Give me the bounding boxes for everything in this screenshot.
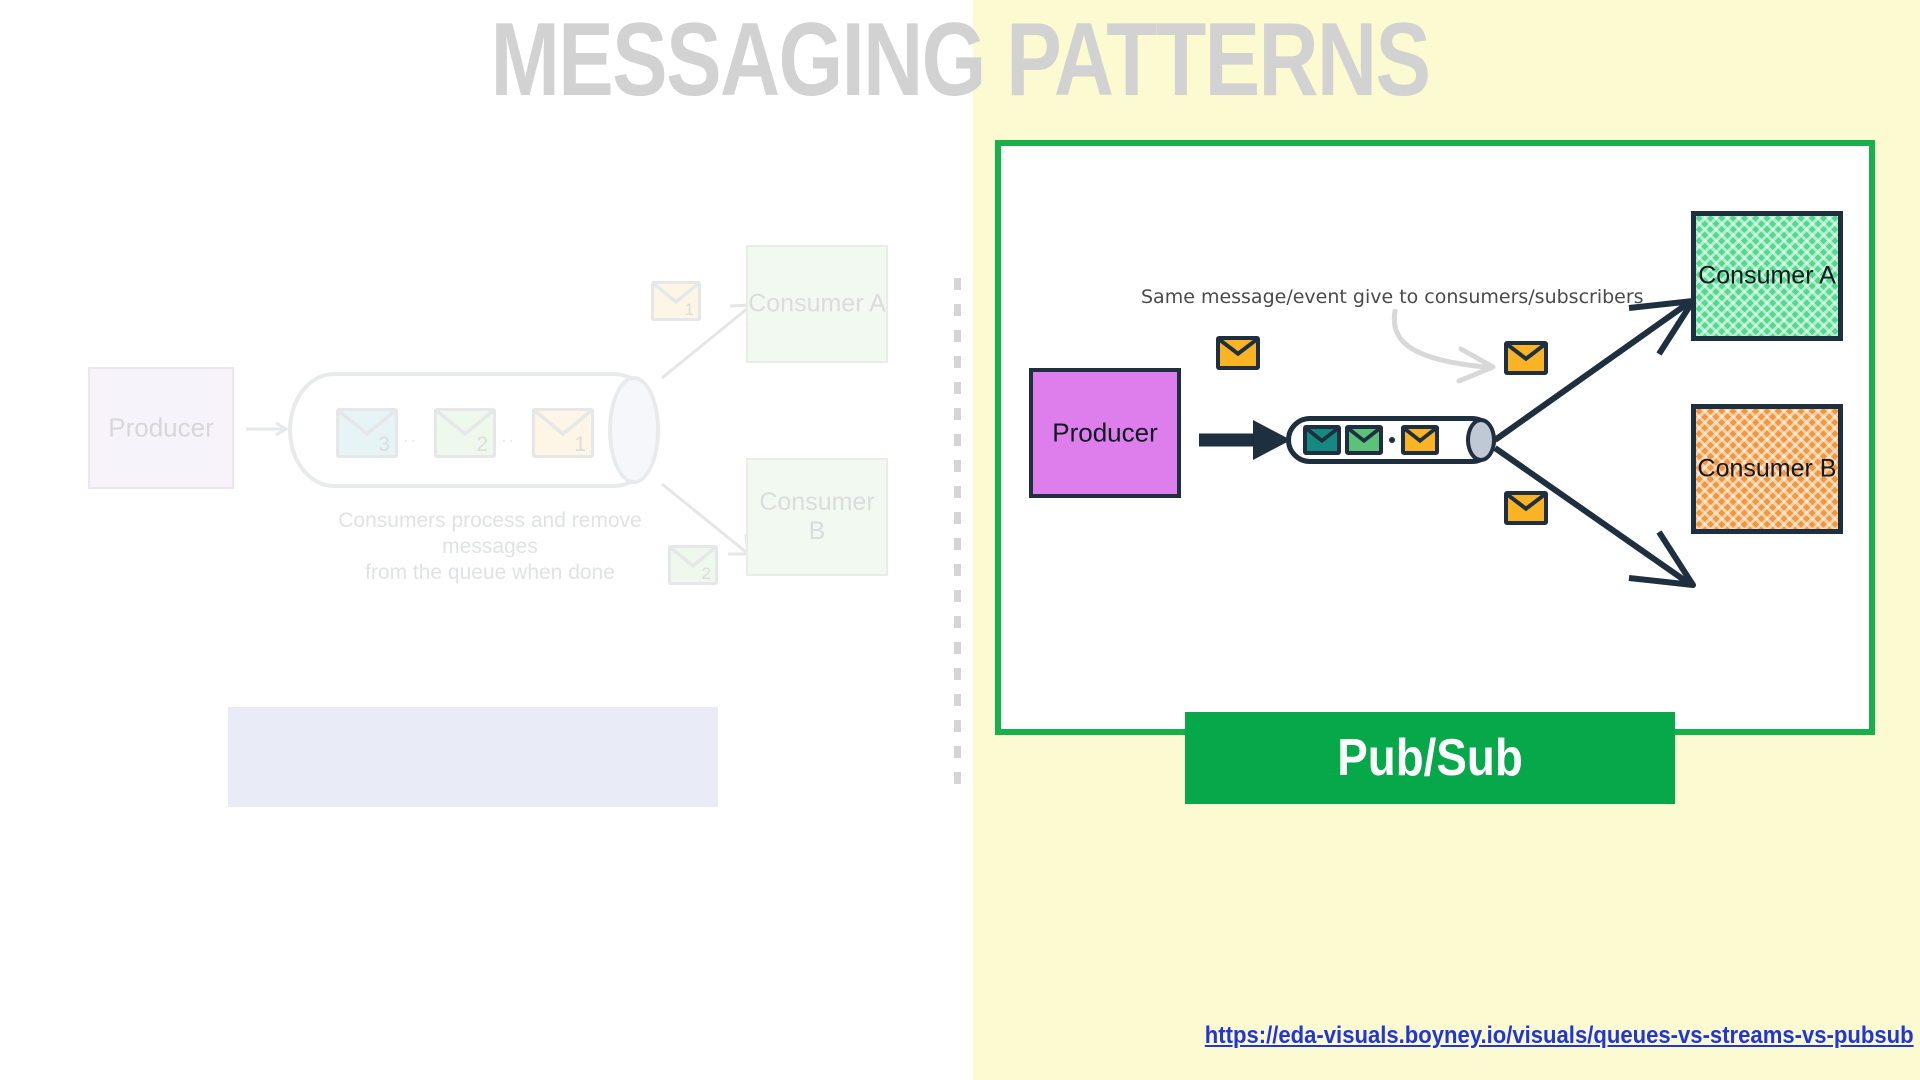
pubsub-consumer-b-box: Consumer B: [1691, 404, 1843, 534]
pubsub-consumer-a-box: Consumer A: [1691, 211, 1843, 341]
left-queue-envelope-1: 1: [532, 408, 594, 458]
left-producer-box: Producer: [88, 367, 234, 489]
left-queue-envelope-1-number: 1: [574, 433, 586, 456]
left-queue-envelope-2: 2: [434, 408, 496, 458]
producer-to-queue-arrow-icon: [1199, 420, 1291, 460]
page-title: MESSAGING PATTERNS: [490, 2, 1431, 118]
left-delivered-envelope-1: 1: [651, 281, 701, 321]
left-arrow-to-consumer-b-icon: [661, 482, 750, 556]
pubsub-producer-box: Producer: [1029, 368, 1181, 498]
left-consumer-a-box: Consumer A: [746, 245, 888, 363]
source-url-link[interactable]: https://eda-visuals.boyney.io/visuals/qu…: [1204, 1022, 1914, 1049]
left-arrow-to-consumer-a-icon: [661, 303, 752, 380]
queues-diagram-faded: Producer 3 .. 2 .. 1 Consumers process a…: [88, 245, 888, 807]
left-queue-envelope-2-number: 2: [476, 433, 488, 456]
left-caption-line-2: from the queue when done: [365, 561, 615, 584]
annotation-curved-arrow-icon: [1391, 309, 1496, 384]
pubsub-consumer-a-label: Consumer A: [1698, 261, 1836, 290]
pubsub-consumer-b-label: Consumer B: [1697, 454, 1837, 483]
left-queue-cylinder: [288, 372, 660, 488]
left-delivered-envelope-2-number: 2: [701, 564, 711, 583]
pubsub-queue-envelope-2: [1345, 425, 1383, 455]
pubsub-queue-cylinder-cap: [1466, 418, 1496, 462]
left-banner: [228, 707, 718, 807]
pubsub-producer-label: Producer: [1052, 417, 1158, 448]
left-delivered-envelope-1-number: 1: [684, 300, 694, 319]
pubsub-banner: Pub/Sub: [1185, 712, 1675, 804]
broadcast-envelope-to-consumer-b: [1504, 491, 1548, 525]
left-queue-cylinder-cap: [608, 376, 660, 484]
panel-divider: [954, 278, 961, 798]
left-consumer-b-label: Consumer B: [759, 488, 875, 545]
left-queue-envelope-3: 3: [336, 408, 398, 458]
producer-message-envelope: [1216, 336, 1260, 370]
left-consumer-b-box: Consumer B: [746, 458, 888, 576]
pubsub-queue-separator-dot: [1389, 437, 1395, 443]
pubsub-panel: Same message/event give to consumers/sub…: [995, 140, 1875, 735]
left-queue-envelope-3-number: 3: [378, 433, 390, 456]
left-queue-dots-2: ..: [501, 425, 517, 447]
left-caption: Consumers process and remove messages fr…: [290, 508, 690, 586]
left-producer-label: Producer: [108, 412, 214, 443]
queue-to-consumer-b-arrow-icon: [1493, 445, 1696, 588]
left-consumer-a-label: Consumer A: [748, 289, 886, 318]
left-queue-dots-1: ..: [403, 425, 419, 447]
left-caption-line-1: Consumers process and remove messages: [338, 509, 642, 558]
left-producer-arrow-icon: [246, 422, 289, 436]
pubsub-banner-label: Pub/Sub: [1337, 729, 1523, 787]
pubsub-annotation: Same message/event give to consumers/sub…: [1141, 286, 1644, 308]
pubsub-queue-envelope-3: [1401, 425, 1439, 455]
broadcast-envelope-to-consumer-a: [1504, 341, 1548, 375]
left-delivered-envelope-2: 2: [668, 545, 718, 585]
pubsub-queue-envelope-1: [1303, 425, 1341, 455]
